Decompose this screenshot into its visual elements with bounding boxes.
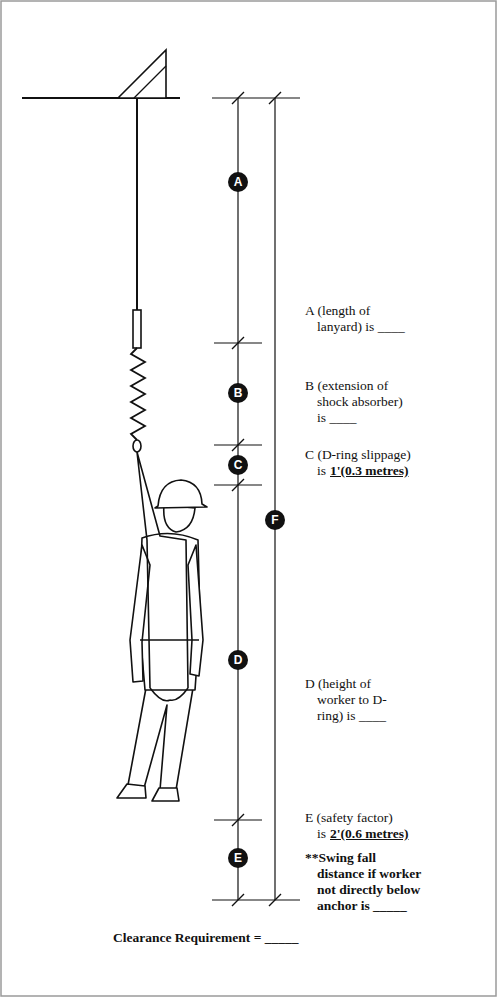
callout-letter: C [228, 455, 248, 475]
callout-letter-text: A [234, 176, 243, 188]
lanyard-line [136, 98, 138, 310]
shock-absorber [133, 310, 141, 348]
inner-dimension-line [237, 98, 238, 900]
callout-letter: B [228, 383, 248, 403]
dimension-label-block: A (length of lanyard) is ____ [305, 303, 405, 335]
dimension-value: 1'(0.3 metres) [330, 463, 408, 478]
anchor-beam [22, 50, 180, 98]
callout-letter: D [228, 650, 248, 670]
clearance-total: Clearance Requirement = _____ [113, 930, 299, 945]
dimension-label-block: E (safety factor) is2'(0.6 metres) [305, 810, 393, 842]
outer-dimension-line [274, 98, 275, 900]
lanyard [131, 98, 145, 452]
callout-letter-text: C [234, 459, 243, 471]
callout-letter: E [228, 848, 248, 868]
swing-fall-note: **Swing fall distance if worker not dire… [305, 850, 421, 913]
anchor-bracket [118, 50, 166, 98]
hanging-worker [117, 452, 207, 801]
worker-legs [128, 688, 193, 790]
clearance-total-block: Clearance Requirement = _____ [113, 930, 299, 946]
callout-letter-text: B [234, 387, 243, 399]
harness-straps [137, 452, 199, 701]
dimension-label-block: B (extension of shock absorber) is ____ [305, 378, 403, 426]
callout-letter-text: D [234, 654, 243, 666]
callout-letter: F [265, 510, 285, 530]
worker-feet [117, 784, 179, 801]
extended-absorber-coil [131, 348, 145, 440]
callout-letter-text: F [271, 514, 278, 526]
callout-letter: A [228, 172, 248, 192]
swing-fall-note-block: **Swing fall distance if worker not dire… [305, 850, 421, 914]
callout-letter-text: E [234, 852, 242, 864]
dimension-slashes [232, 92, 281, 906]
hard-hat [155, 480, 207, 508]
dimension-label: A (length of lanyard) is ____ [305, 303, 405, 334]
dimension-label-block: C (D-ring slippage) is1'(0.3 metres) [305, 447, 411, 479]
dimension-lines [212, 92, 300, 906]
bracket-brace [134, 66, 166, 98]
dimension-label-block: D (height of worker to D-ring) is ____ [305, 676, 387, 724]
dimension-ticks [212, 98, 300, 900]
d-ring [133, 440, 141, 452]
dimension-label: D (height of worker to D-ring) is ____ [305, 676, 387, 723]
worker-right-arm [188, 545, 203, 676]
worker-face [164, 505, 195, 532]
dimension-value: 2'(0.6 metres) [330, 826, 408, 841]
dimension-label: B (extension of shock absorber) is ____ [305, 378, 403, 425]
